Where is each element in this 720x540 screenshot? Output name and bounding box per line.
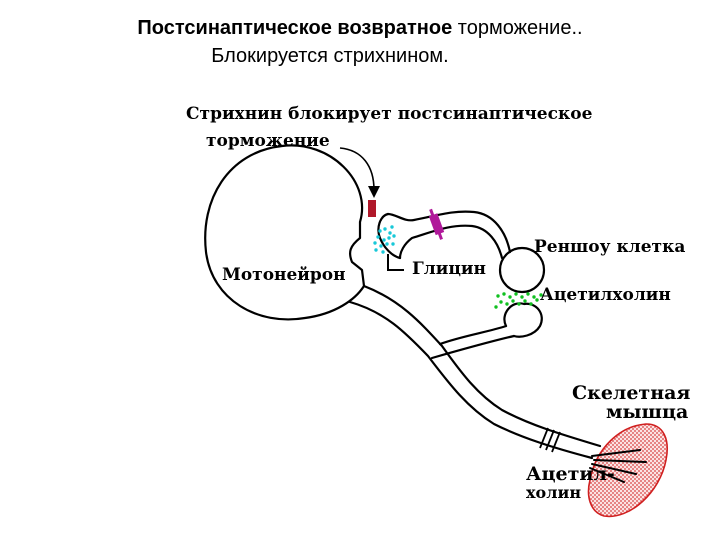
skeletal-muscle-label-line-2: мышца xyxy=(606,401,688,423)
axon-collateral xyxy=(432,326,514,358)
renshaw-cell-label: Реншоу клетка xyxy=(534,237,685,257)
muscle-acetylcholine-label-line-1: Ацетил- xyxy=(526,463,615,485)
strychnine-arrow-head xyxy=(368,186,380,198)
glycine-dots xyxy=(373,225,395,253)
strychnine-label-line-2: торможение xyxy=(206,131,330,151)
motoneuron-label: Мотонейрон xyxy=(222,265,346,285)
strychnine-label-line-1: Стрихнин блокирует постсинаптическое xyxy=(186,104,593,124)
renshaw-axon-lower xyxy=(400,226,502,258)
renshaw-axon-upper xyxy=(388,212,510,252)
receptor-marker xyxy=(427,208,446,241)
strychnine-marker xyxy=(368,200,376,217)
motoneuron-soma xyxy=(205,145,364,319)
motoneuron-axon-lower xyxy=(350,302,592,458)
muscle-acetylcholine-label-line-2: холин xyxy=(526,483,581,502)
motoneuron-axon-upper xyxy=(364,286,600,446)
acetylcholine-label: Ацетилхолин xyxy=(540,285,671,305)
collateral-terminal xyxy=(504,303,541,336)
glycine-label: Глицин xyxy=(412,259,486,279)
